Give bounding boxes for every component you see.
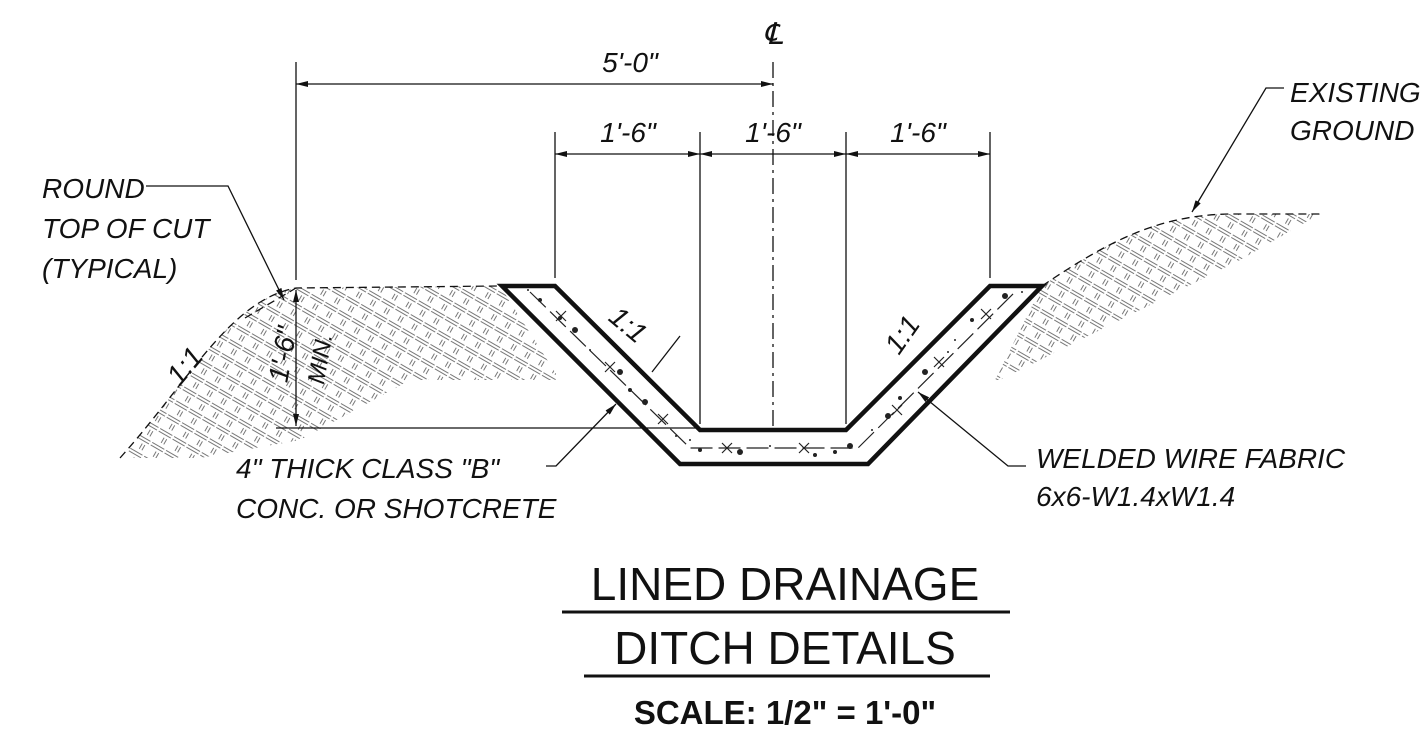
aggregate-speck [572, 327, 578, 333]
dim-right: 1'-6" [890, 117, 947, 148]
leader-concrete [546, 403, 617, 467]
centerline-symbol: ℄ [763, 18, 783, 51]
wire-x-marks [555, 308, 992, 454]
aggregate-speck [947, 351, 949, 353]
svg-text:4" THICK CLASS "B": 4" THICK CLASS "B" [236, 453, 500, 484]
title-line-1: LINED DRAINAGE [591, 558, 980, 610]
aggregate-speck [833, 450, 837, 454]
ground-surface-right [1041, 213, 1320, 287]
dim-overall: 5'-0" [602, 47, 659, 78]
aggregate-speck [1002, 293, 1008, 299]
title-line-2: DITCH DETAILS [614, 622, 956, 674]
scale-text: SCALE: 1/2" = 1'-0" [634, 694, 936, 731]
note-existing-ground: EXISTING GROUND [1290, 77, 1420, 146]
aggregate-speck [922, 369, 928, 375]
slope-liner-right: 1:1 [878, 310, 926, 360]
aggregate-speck [617, 369, 623, 375]
aggregate-speck [813, 453, 817, 457]
aggregate-speck [689, 439, 691, 441]
note-wire-fabric: WELDED WIRE FABRIC 6x6-W1.4xW1.4 [1036, 443, 1346, 512]
dim-mid: 1'-6" [745, 117, 802, 148]
svg-text:CONC. OR SHOTCRETE: CONC. OR SHOTCRETE [236, 493, 557, 524]
leader-round-top [146, 185, 285, 301]
ground-left [119, 285, 560, 459]
leader-slope-left [651, 335, 681, 373]
svg-text:ROUND: ROUND [42, 173, 145, 204]
aggregate-speck [527, 289, 529, 291]
aggregate-speck [954, 339, 956, 341]
aggregate-speck [698, 448, 702, 452]
concrete-aggregate [527, 289, 1023, 457]
svg-text:WELDED WIRE FABRIC: WELDED WIRE FABRIC [1036, 443, 1346, 474]
aggregate-speck [558, 316, 562, 320]
aggregate-speck [737, 449, 743, 455]
leader-wire-fabric [917, 391, 1026, 467]
note-round-top: ROUND TOP OF CUT (TYPICAL) [42, 173, 211, 284]
leader-existing-ground [1191, 87, 1284, 213]
note-concrete: 4" THICK CLASS "B" CONC. OR SHOTCRETE [236, 453, 557, 524]
aggregate-speck [871, 429, 873, 431]
svg-text:6x6-W1.4xW1.4: 6x6-W1.4xW1.4 [1036, 481, 1235, 512]
ground-right [995, 213, 1320, 380]
aggregate-speck [1021, 291, 1023, 293]
aggregate-speck [769, 445, 771, 447]
svg-text:TOP OF CUT: TOP OF CUT [42, 213, 211, 244]
svg-text:EXISTING: EXISTING [1290, 77, 1420, 108]
ground-surface-left [119, 285, 501, 459]
svg-text:(TYPICAL): (TYPICAL) [42, 253, 177, 284]
dim-left: 1'-6" [600, 117, 657, 148]
cut-slope-line [244, 287, 297, 319]
concrete-liner [496, 283, 1048, 467]
aggregate-speck [970, 318, 974, 322]
svg-text:GROUND: GROUND [1290, 115, 1414, 146]
aggregate-speck [898, 396, 902, 400]
